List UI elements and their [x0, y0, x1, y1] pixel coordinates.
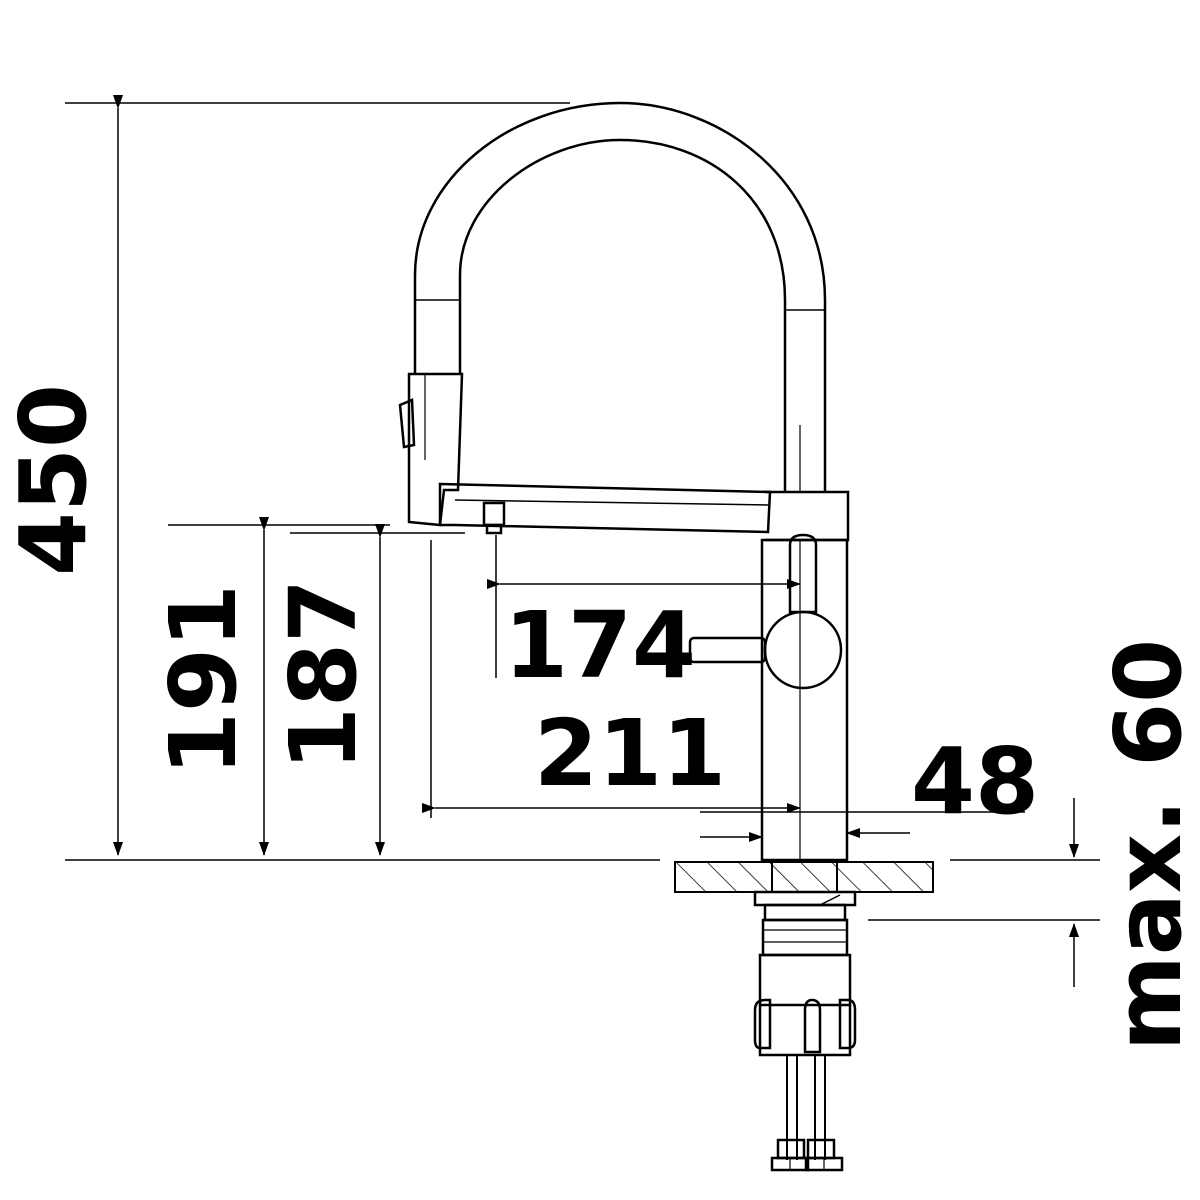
mounting-hardware	[753, 890, 857, 1172]
dim-label-211: 211	[534, 700, 726, 807]
dim-label-48: 48	[911, 728, 1039, 835]
extension-lines	[65, 102, 1100, 921]
dim-label-450: 450	[0, 384, 107, 576]
dim-label-191: 191	[150, 584, 257, 776]
dimension-arrows	[113, 95, 1079, 987]
dim-label-max-60: max. 60	[1095, 639, 1200, 1051]
countertop-section	[674, 861, 934, 893]
faucet-outline	[398, 101, 850, 862]
dim-label-187: 187	[270, 579, 377, 771]
dim-label-174: 174	[504, 592, 696, 699]
